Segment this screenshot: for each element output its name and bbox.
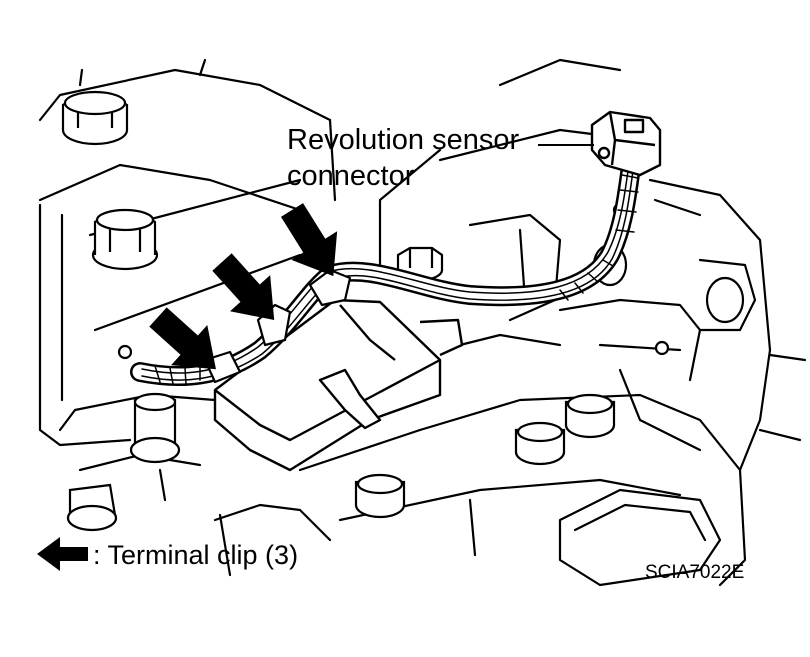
- hole-right-oval: [705, 276, 745, 324]
- hole-left: [117, 344, 133, 360]
- hex-bolt-left: [91, 208, 159, 271]
- figure-code: SCIA7022E: [645, 562, 745, 583]
- hex-bolt-top-left: [61, 90, 129, 146]
- connector-label-line1: Revolution sensor: [287, 124, 520, 156]
- stud-right-2: [564, 393, 616, 439]
- wiring-harness: [130, 150, 642, 387]
- revolution-sensor-block: [213, 298, 464, 472]
- bolts: [61, 90, 745, 532]
- connector-label-line2: connector: [287, 160, 415, 192]
- stud-left-lower: [129, 392, 181, 464]
- legend-label: : Terminal clip (3): [93, 540, 299, 570]
- stud-right-1: [514, 421, 566, 466]
- left-arrow-icon: [37, 537, 88, 571]
- hole-right: [654, 340, 670, 356]
- transmission-case: [38, 58, 807, 587]
- stud-center-bottom: [354, 473, 406, 519]
- connector-label: Revolution sensor connector: [287, 122, 519, 194]
- revolution-sensor-connector: [590, 110, 662, 177]
- stud-bottom-left: [66, 483, 118, 532]
